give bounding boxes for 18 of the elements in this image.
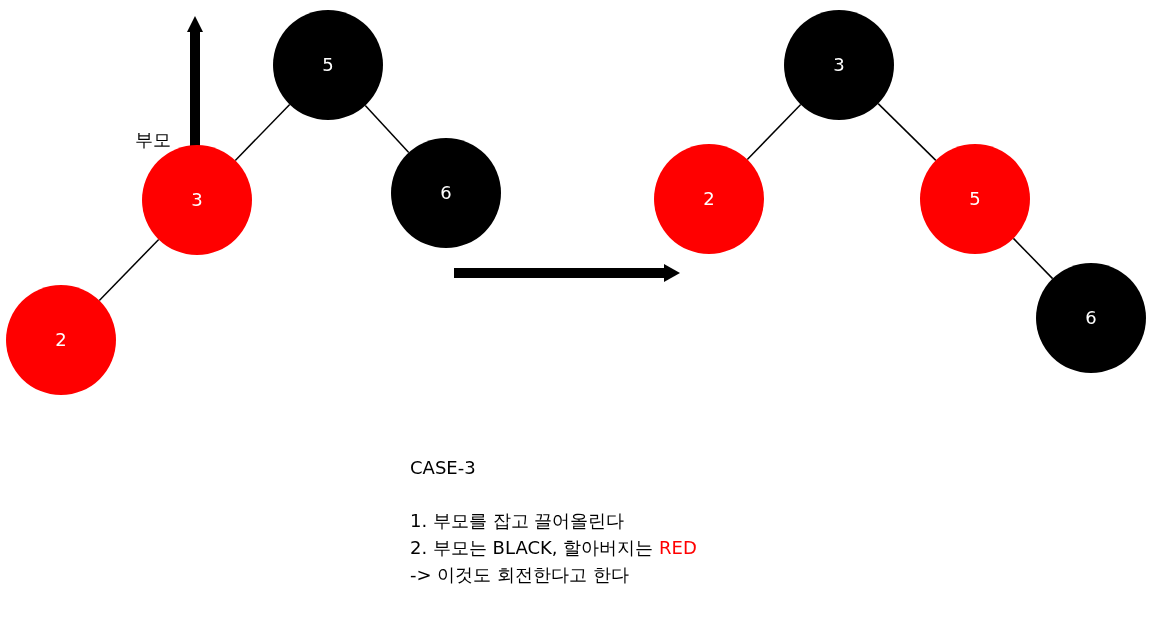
tree-node-circle: 2 <box>654 144 764 254</box>
tree-node-circle: 6 <box>1036 263 1146 373</box>
note-line: 2. 부모는 BLACK, 할아버지는 <box>410 537 654 559</box>
case-heading: CASE-3 <box>410 457 476 479</box>
highlighted-word: RED <box>659 537 697 559</box>
note-line: 1. 부모를 잡고 끌어올린다 <box>410 510 625 532</box>
tree-node-circle: 5 <box>920 144 1030 254</box>
tree-edge <box>234 103 291 162</box>
tree-edge <box>1012 237 1054 280</box>
tree-node-circle: 3 <box>784 10 894 120</box>
note-line: -> 이것도 회전한다고 한다 <box>410 564 629 586</box>
tree-edge <box>364 104 410 154</box>
tree-node-circle: 2 <box>6 285 116 395</box>
tree-edge <box>746 103 802 161</box>
tree-edge <box>877 102 937 162</box>
tree-node-circle: 5 <box>273 10 383 120</box>
tree-edge <box>98 238 160 302</box>
tree-node-circle: 6 <box>391 138 501 248</box>
